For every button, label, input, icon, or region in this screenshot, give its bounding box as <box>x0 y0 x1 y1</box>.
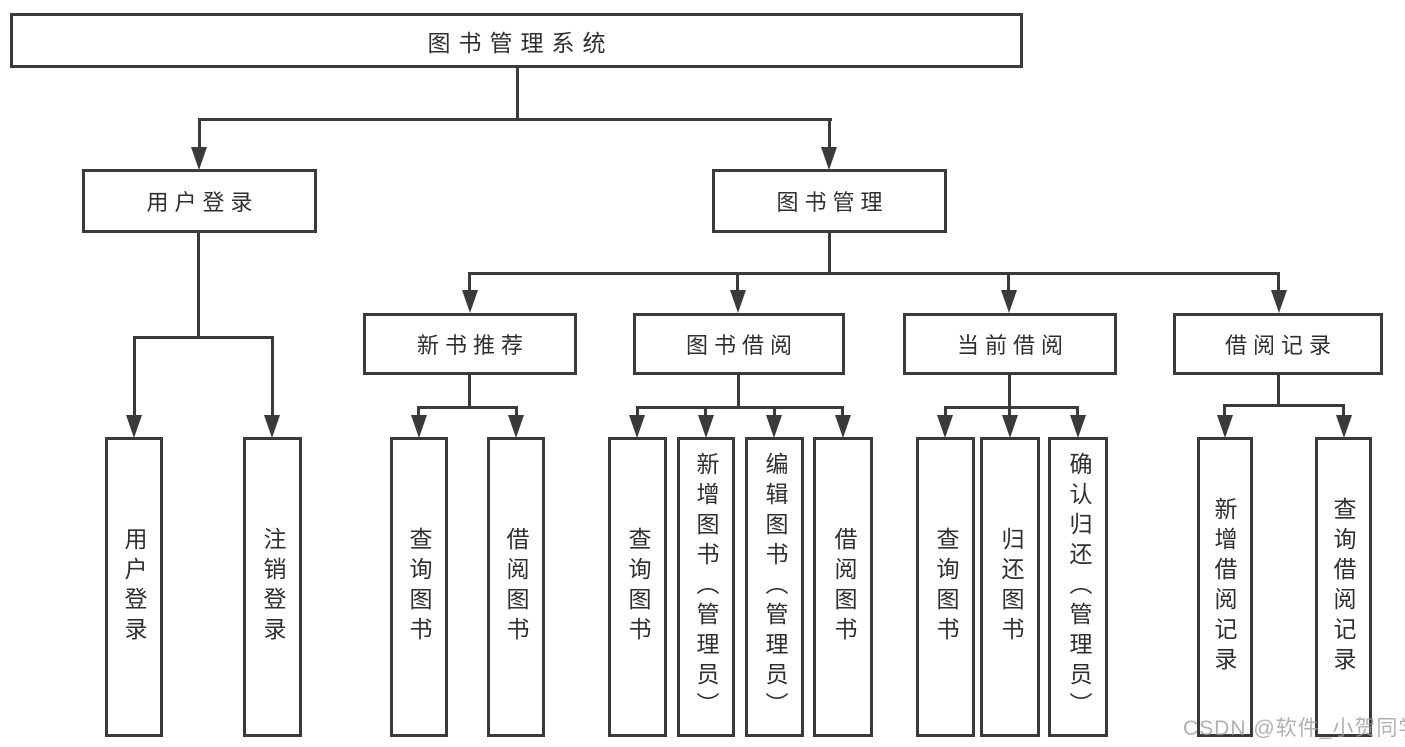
node-user-login-label: 用户登录 <box>146 190 259 215</box>
connector-line <box>417 408 420 419</box>
node-book-management-label: 图书管理 <box>776 190 889 215</box>
node-current-borrow-label: 当前借阅 <box>956 333 1069 358</box>
leaf-label: 新增借阅记录 <box>1211 497 1237 677</box>
connector-line <box>515 408 518 419</box>
connector-line <box>1223 406 1226 419</box>
node-confirm-return-leaf: 确认归还（管理员） <box>1048 437 1108 737</box>
node-add-record-leaf: 新增借阅记录 <box>1197 437 1253 737</box>
leaf-label: 查询图书 <box>933 527 959 647</box>
connector-line <box>944 406 1079 409</box>
node-newbooks-query-leaf: 查询图书 <box>390 437 448 737</box>
arrow-down-icon <box>1336 415 1352 438</box>
connector-line <box>133 338 136 418</box>
node-current-borrow: 当前借阅 <box>903 313 1117 375</box>
connector-line <box>636 408 639 419</box>
leaf-label: 查询图书 <box>406 527 432 647</box>
node-borrow-query-leaf: 查询图书 <box>608 437 667 737</box>
connector-line <box>773 408 776 419</box>
connector-line <box>198 118 832 121</box>
arrow-down-icon <box>126 415 142 438</box>
leaf-label: 用户登录 <box>121 527 147 647</box>
connector-line <box>468 272 1280 275</box>
node-return-book-leaf: 归还图书 <box>980 437 1040 737</box>
node-book-borrow-label: 图书借阅 <box>685 333 798 358</box>
arrow-down-icon <box>411 415 427 438</box>
connector-line <box>468 375 471 409</box>
arrow-down-icon <box>698 415 714 438</box>
arrow-down-icon <box>821 147 837 170</box>
connector-line <box>1277 274 1280 293</box>
connector-line <box>197 233 200 339</box>
leaf-label: 注销登录 <box>260 527 286 647</box>
leaf-label: 查询图书 <box>625 527 651 647</box>
node-root-label: 图书管理系统 <box>427 29 614 56</box>
connector-line <box>198 120 201 150</box>
arrow-down-icon <box>629 415 645 438</box>
arrow-down-icon <box>1001 290 1017 313</box>
node-root: 图书管理系统 <box>10 13 1023 68</box>
node-book-borrow: 图书借阅 <box>633 313 845 375</box>
connector-line <box>1008 375 1011 409</box>
leaf-label: 确认归还（管理员） <box>1066 452 1092 722</box>
node-logout-leaf: 注销登录 <box>243 437 302 737</box>
leaf-label: 新增图书（管理员） <box>693 452 719 722</box>
arrow-down-icon <box>730 290 746 313</box>
connector-line <box>516 68 519 121</box>
node-edit-book-leaf: 编辑图书（管理员） <box>745 437 804 737</box>
connector-line <box>944 408 947 419</box>
arrow-down-icon <box>1002 415 1018 438</box>
arrow-down-icon <box>191 147 207 170</box>
connector-line <box>1342 406 1345 419</box>
node-new-books-label: 新书推荐 <box>416 333 529 358</box>
node-add-book-leaf: 新增图书（管理员） <box>677 437 735 737</box>
connector-line <box>417 406 518 409</box>
watermark: CSDN @软件_小贺同学 <box>1183 717 1405 740</box>
connector-line <box>1223 404 1345 407</box>
connector-line <box>841 408 844 419</box>
connector-line <box>736 274 739 293</box>
leaf-label: 查询借阅记录 <box>1330 497 1356 677</box>
arrow-down-icon <box>937 415 953 438</box>
node-current-query-leaf: 查询图书 <box>916 437 975 737</box>
connector-line <box>636 406 844 409</box>
leaf-label: 借阅图书 <box>831 527 857 647</box>
node-borrow-records: 借阅记录 <box>1173 313 1383 375</box>
arrow-down-icon <box>1271 290 1287 313</box>
arrow-down-icon <box>264 415 280 438</box>
connector-line <box>828 120 831 150</box>
arrow-down-icon <box>835 415 851 438</box>
node-query-record-leaf: 查询借阅记录 <box>1315 437 1372 737</box>
leaf-label: 借阅图书 <box>503 527 529 647</box>
node-user-login-leaf: 用户登录 <box>105 437 163 737</box>
leaf-label: 编辑图书（管理员） <box>762 452 788 722</box>
node-book-management: 图书管理 <box>712 169 947 233</box>
connector-line <box>133 336 274 339</box>
node-new-books: 新书推荐 <box>363 313 577 375</box>
connector-line <box>468 274 471 293</box>
connector-line <box>704 408 707 419</box>
node-borrow-records-label: 借阅记录 <box>1224 333 1337 358</box>
connector-line <box>828 233 831 274</box>
node-newbooks-borrow-leaf: 借阅图书 <box>487 437 545 737</box>
arrow-down-icon <box>462 290 478 313</box>
node-borrow-book-leaf: 借阅图书 <box>813 437 873 737</box>
arrow-down-icon <box>508 415 524 438</box>
arrow-down-icon <box>1070 415 1086 438</box>
arrow-down-icon <box>1217 415 1233 438</box>
connector-line <box>737 375 740 409</box>
connector-line <box>1277 375 1280 407</box>
connector-line <box>1008 408 1011 419</box>
connector-line <box>1007 274 1010 293</box>
connector-line <box>1076 408 1079 419</box>
arrow-down-icon <box>766 415 782 438</box>
leaf-label: 归还图书 <box>998 527 1024 647</box>
connector-line <box>271 338 274 418</box>
node-user-login: 用户登录 <box>82 169 317 233</box>
